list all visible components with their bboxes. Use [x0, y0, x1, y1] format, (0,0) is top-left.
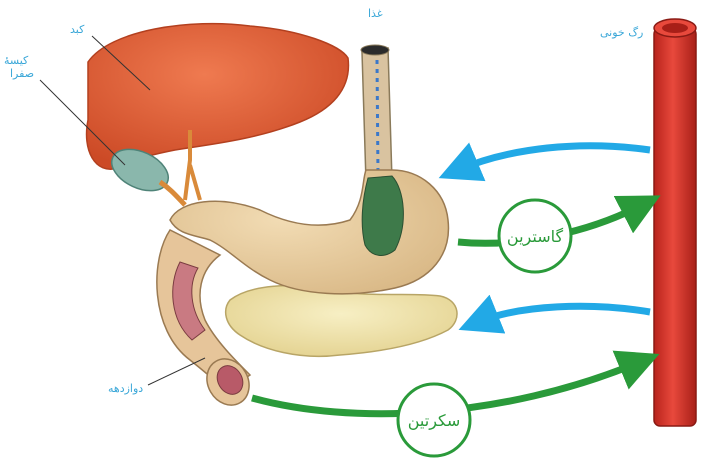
stomach	[170, 170, 448, 294]
blood-vessel-label: رگ خونی	[600, 27, 643, 39]
blue-arrow-to-pancreas	[478, 306, 650, 322]
gastrin-badge: گاسترین	[499, 200, 571, 272]
esophagus	[361, 45, 392, 182]
pancreas	[226, 286, 457, 357]
duodenum-label: دوازدهه	[108, 383, 143, 395]
gastrin-label: گاسترین	[507, 227, 564, 247]
secretin-badge: سکرتین	[398, 384, 470, 456]
duodenum-leader-line	[148, 358, 205, 385]
blue-arrow-to-stomach	[458, 146, 650, 170]
gallbladder-label-line2: صفرا	[10, 68, 34, 80]
liver-label: کبد	[70, 24, 84, 36]
secretin-label: سکرتین	[408, 411, 461, 431]
gallbladder-label-line1: کیسهٔ	[4, 55, 28, 67]
food-label: غذا	[368, 8, 383, 20]
blood-vessel	[654, 19, 696, 426]
